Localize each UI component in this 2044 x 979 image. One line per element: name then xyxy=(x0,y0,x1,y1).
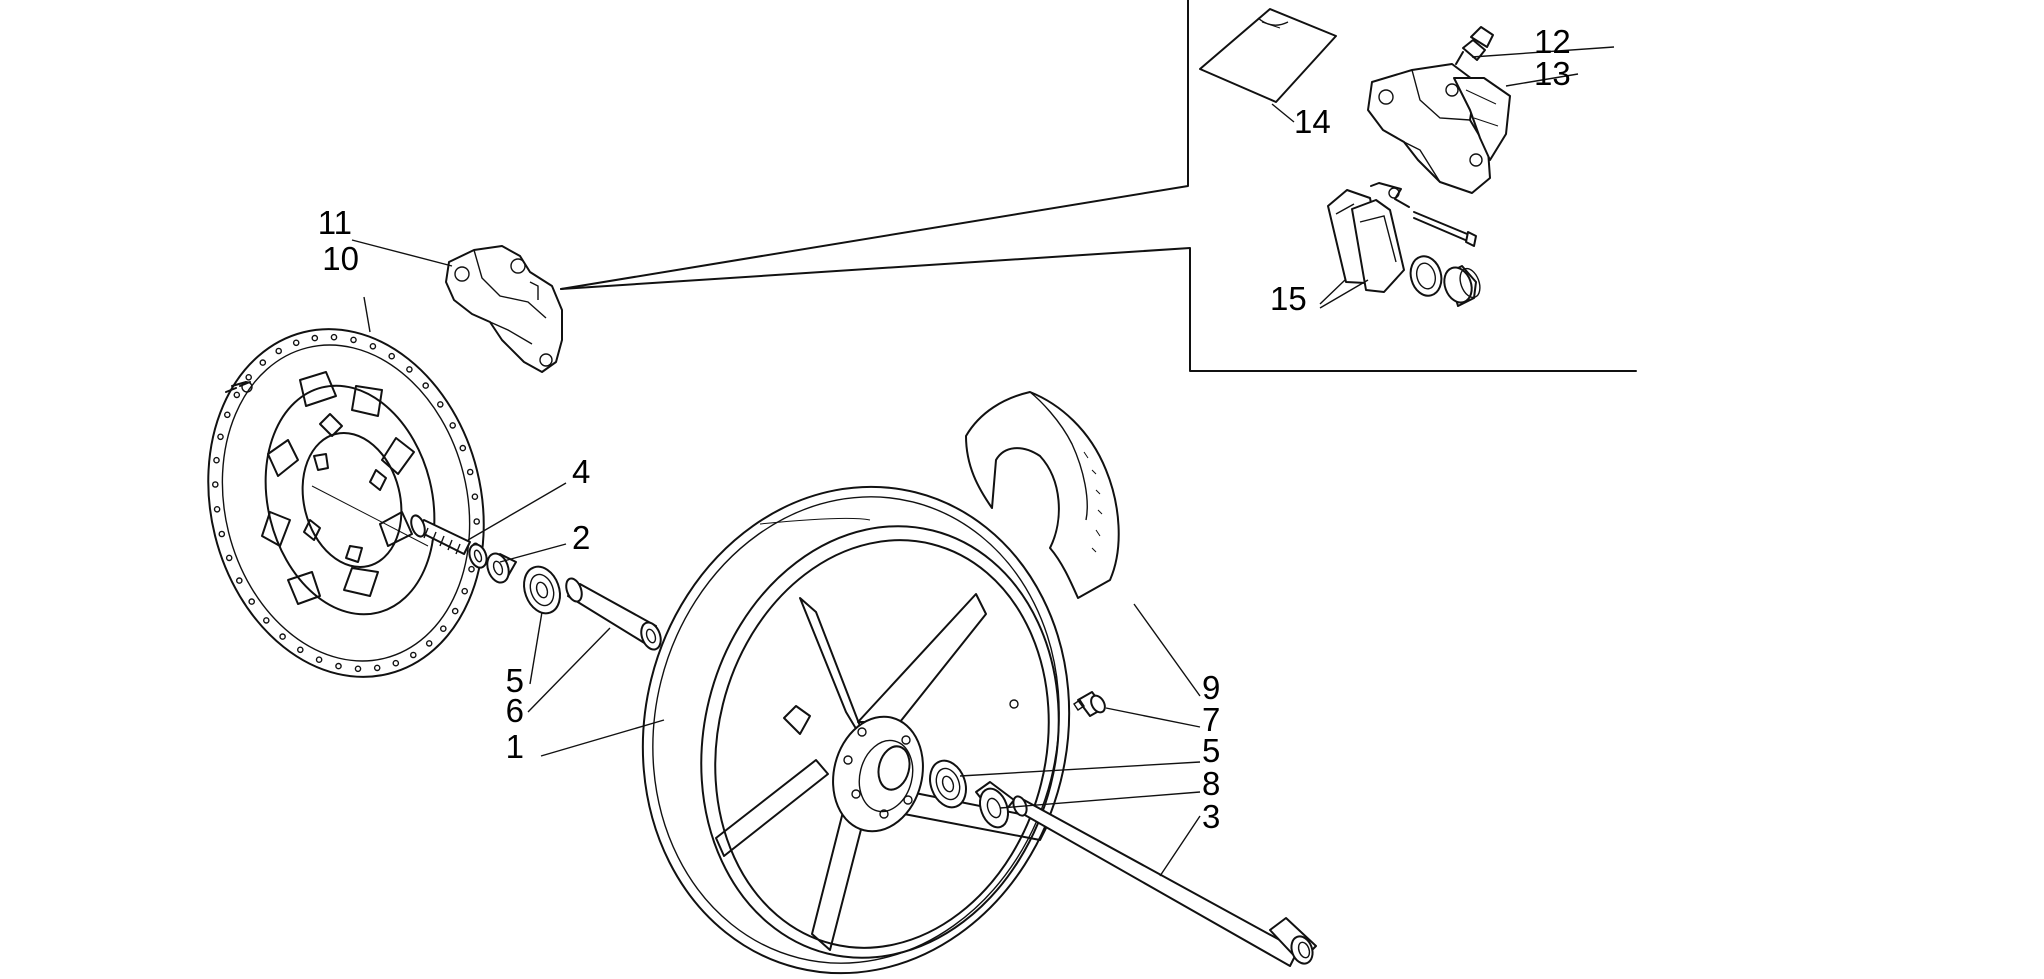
leader-lines xyxy=(351,46,1615,877)
disc-drill-hole xyxy=(235,577,243,584)
callout-13: 13 xyxy=(1534,55,1571,92)
disc-drill-hole xyxy=(354,665,362,673)
spacer-tube-part xyxy=(565,577,662,651)
disc-drill-hole xyxy=(225,554,233,562)
disc-drill-hole xyxy=(425,640,433,647)
disc-drill-hole xyxy=(436,401,444,408)
callout-11: 11 xyxy=(318,204,352,241)
caliper-detail-inset xyxy=(560,0,1637,372)
disc-drill-hole xyxy=(311,334,319,342)
wheel-axle-part xyxy=(1012,795,1317,967)
wheel-bearing-right-part xyxy=(929,759,967,809)
inset-leader-upper xyxy=(560,0,1189,290)
front-wheel-part xyxy=(641,485,1071,975)
callout-9: 9 xyxy=(1202,669,1220,706)
callout-1: 1 xyxy=(506,728,524,765)
disc-drill-hole xyxy=(471,493,479,501)
disc-drill-hole xyxy=(468,565,475,573)
callout-8: 8 xyxy=(1202,765,1220,802)
disc-drill-hole xyxy=(373,664,381,672)
disc-drill-hole xyxy=(233,391,241,399)
pad-pouch-part xyxy=(1199,8,1337,103)
callout-10: 10 xyxy=(322,240,359,277)
brake-caliper-part xyxy=(445,245,563,373)
disc-drill-hole xyxy=(245,373,252,381)
tyre-valve-part xyxy=(1073,691,1106,717)
disc-drill-hole xyxy=(213,505,221,513)
spacer-right-part xyxy=(975,781,1015,829)
disc-drill-hole xyxy=(259,359,267,366)
inset-leader-lower xyxy=(560,247,1637,372)
callout-14: 14 xyxy=(1294,103,1331,140)
disc-drill-hole xyxy=(388,352,396,360)
disc-drill-hole xyxy=(466,468,474,476)
disc-drill-hole xyxy=(296,646,304,654)
inset-caliper-part xyxy=(1367,63,1491,194)
disc-drill-hole xyxy=(350,336,357,344)
callout-5-left: 5 xyxy=(506,662,524,699)
disc-drill-hole xyxy=(315,656,323,664)
brake-disc-part xyxy=(207,328,485,678)
disc-drill-hole xyxy=(213,456,220,464)
disc-drill-hole xyxy=(369,342,377,350)
spacer-washer-part xyxy=(468,543,488,569)
disc-bolt-part xyxy=(410,514,471,555)
disc-drill-hole xyxy=(275,347,283,355)
disc-drill-hole xyxy=(449,422,457,429)
bleed-screw-part xyxy=(1455,26,1494,65)
piston-part xyxy=(1443,265,1481,307)
disc-drill-hole xyxy=(292,339,300,347)
disc-drill-hole xyxy=(211,481,219,488)
disc-drill-hole xyxy=(406,366,413,373)
disc-drill-hole xyxy=(218,530,226,538)
disc-drill-hole xyxy=(330,333,338,341)
caliper-cover-part xyxy=(1453,77,1511,161)
callout-15: 15 xyxy=(1270,280,1307,317)
callout-labels: 11 10 4 2 5 6 1 9 7 5 8 3 12 13 14 15 xyxy=(318,23,1571,835)
disc-drill-hole xyxy=(439,625,447,633)
disc-drill-hole xyxy=(248,598,255,605)
callout-4: 4 xyxy=(572,453,590,490)
disc-drill-hole xyxy=(223,411,231,419)
disc-drill-hole xyxy=(422,382,430,389)
brake-pads-part xyxy=(1327,189,1405,293)
callout-3: 3 xyxy=(1202,798,1220,835)
disc-drill-hole xyxy=(459,444,467,452)
piston-seal-part xyxy=(1409,255,1443,297)
disc-drill-hole xyxy=(262,617,270,624)
disc-drill-hole xyxy=(392,659,400,667)
callout-5-right: 5 xyxy=(1202,732,1220,769)
callout-12: 12 xyxy=(1534,23,1571,60)
callout-2: 2 xyxy=(572,519,590,556)
disc-drill-hole xyxy=(461,587,469,595)
axle-centerline-disc xyxy=(311,485,429,547)
disc-drill-hole xyxy=(217,433,224,441)
disc-drill-hole xyxy=(335,662,342,670)
pad-pin-part xyxy=(1370,182,1477,247)
wheel-bearing-left-part xyxy=(523,565,561,615)
disc-drill-hole xyxy=(451,607,459,615)
disc-drill-holes xyxy=(211,333,481,673)
callout-6: 6 xyxy=(506,692,524,729)
disc-drill-hole xyxy=(279,633,286,640)
disc-drill-hole xyxy=(409,651,417,659)
disc-drill-hole xyxy=(473,518,481,525)
seal-ring-part xyxy=(486,552,517,584)
callout-7: 7 xyxy=(1202,701,1220,738)
splash-guard-part xyxy=(965,391,1120,599)
